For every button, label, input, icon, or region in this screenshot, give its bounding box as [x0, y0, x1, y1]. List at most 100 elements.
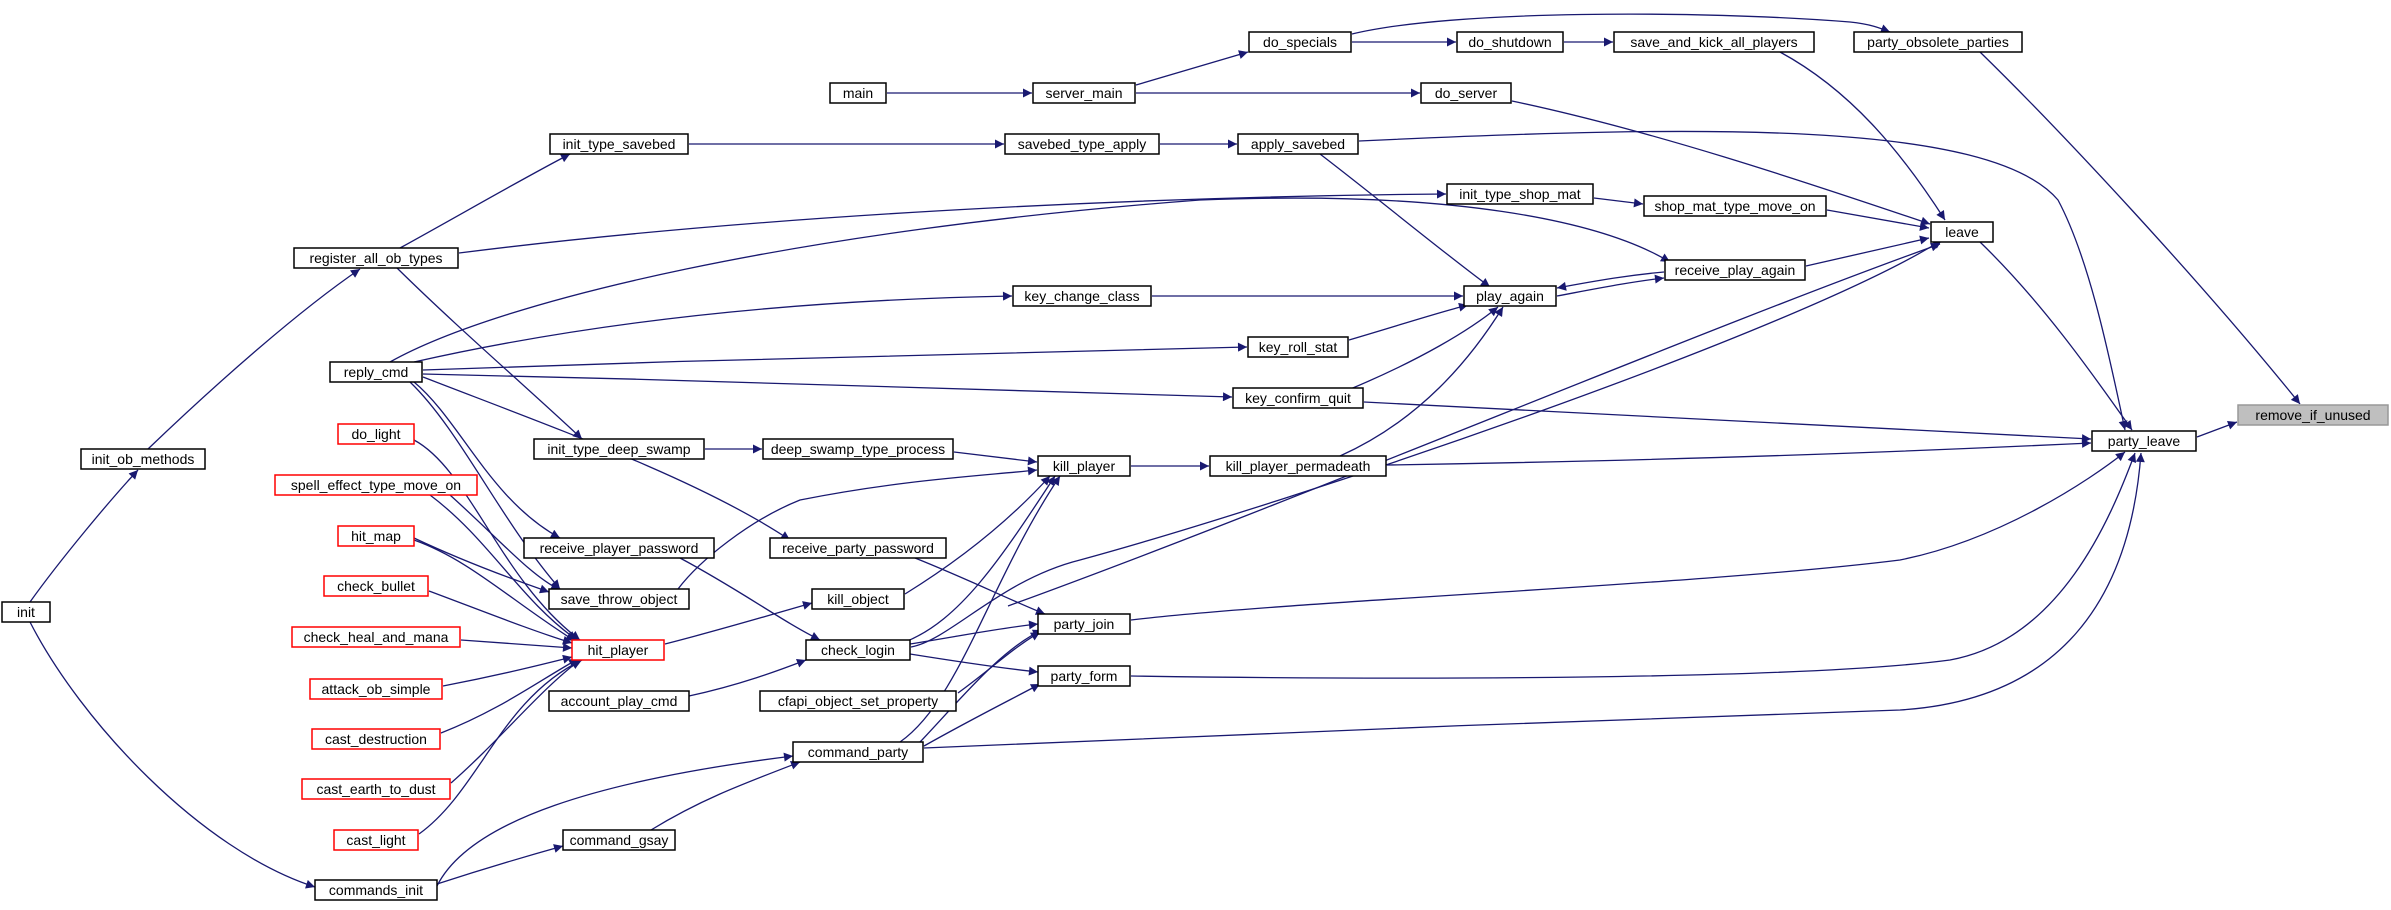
node-label: server_main [1045, 85, 1122, 101]
edge-command_party-to-party_join [919, 629, 1043, 743]
node-box [293, 247, 459, 269]
node-do_specials[interactable]: do_specials [1248, 31, 1352, 53]
node-cast_earth_to_dust[interactable]: cast_earth_to_dust [301, 778, 451, 800]
node-remove_if_unused[interactable]: remove_if_unused [2237, 404, 2389, 426]
node-label: check_login [821, 642, 895, 658]
node-apply_savebed[interactable]: apply_savebed [1237, 133, 1359, 155]
edge-reply_cmd-to-key_confirm_quit [422, 373, 1233, 402]
node-label: init [17, 604, 35, 620]
node-init_type_deep_swamp[interactable]: init_type_deep_swamp [533, 438, 705, 460]
edge-reply_cmd-to-receive_player_password [413, 381, 561, 539]
edge-party_leave-to-remove_if_unused [2196, 420, 2238, 438]
edge-receive_party_password-to-party_join [914, 557, 1046, 615]
edge-play_again-to-receive_play_again [1556, 274, 1665, 297]
node-key_change_class[interactable]: key_change_class [1012, 285, 1152, 307]
node-label: kill_player_permadeath [1226, 458, 1371, 474]
edge-init_ob_methods-to-register_all_ob_types [147, 268, 361, 450]
node-key_roll_stat[interactable]: key_roll_stat [1247, 336, 1349, 358]
node-box [274, 474, 478, 496]
node-check_bullet[interactable]: check_bullet [323, 575, 429, 597]
node-box [1456, 31, 1564, 53]
node-party_obsolete_parties[interactable]: party_obsolete_parties [1853, 31, 2023, 53]
node-kill_player_permadeath[interactable]: kill_player_permadeath [1209, 455, 1387, 477]
node-spell_effect_type_move_on[interactable]: spell_effect_type_move_on [274, 474, 478, 496]
node-party_form[interactable]: party_form [1037, 665, 1131, 687]
edge-check_login-to-party_join [909, 620, 1039, 645]
node-box [759, 690, 957, 712]
node-init_ob_methods[interactable]: init_ob_methods [80, 448, 206, 470]
node-command_party[interactable]: command_party [792, 741, 924, 763]
node-init_type_shop_mat[interactable]: init_type_shop_mat [1446, 183, 1594, 205]
node-box [811, 588, 905, 610]
node-kill_player[interactable]: kill_player [1037, 455, 1131, 477]
node-label: apply_savebed [1251, 136, 1345, 152]
node-save_throw_object[interactable]: save_throw_object [548, 588, 690, 610]
node-label: party_join [1054, 616, 1115, 632]
node-box [548, 588, 690, 610]
edge-command_party-to-party_leave [923, 452, 2145, 749]
node-label: reply_cmd [344, 364, 409, 380]
node-layer: remove_if_unused party_leave party_obsolet… [1, 31, 2389, 901]
node-deep_swamp_type_process[interactable]: deep_swamp_type_process [762, 438, 954, 460]
node-main[interactable]: main [829, 82, 887, 104]
node-label: party_leave [2108, 433, 2181, 449]
node-box [1463, 285, 1557, 307]
node-label: do_light [351, 426, 400, 442]
node-hit_map[interactable]: hit_map [337, 525, 415, 547]
edge-do_light-to-hit_player [413, 439, 581, 641]
node-kill_object[interactable]: kill_object [811, 588, 905, 610]
node-save_and_kick_all_players[interactable]: save_and_kick_all_players [1613, 31, 1815, 53]
node-box [333, 829, 419, 851]
edge-attack_ob_simple-to-hit_player [442, 654, 573, 687]
edge-check_heal_and_mana-to-hit_player [460, 639, 573, 652]
node-label: spell_effect_type_move_on [291, 477, 461, 493]
node-cfapi_object_set_property[interactable]: cfapi_object_set_property [759, 690, 957, 712]
edge-command_party-to-kill_player [899, 475, 1061, 743]
node-do_server[interactable]: do_server [1420, 82, 1512, 104]
node-command_gsay[interactable]: command_gsay [562, 829, 676, 851]
node-label: cfapi_object_set_property [778, 693, 938, 709]
node-cast_destruction[interactable]: cast_destruction [311, 728, 441, 750]
node-register_all_ob_types[interactable]: register_all_ob_types [293, 247, 459, 269]
node-box [1037, 613, 1131, 635]
edge-leave-to-party_leave [1979, 241, 2133, 431]
node-do_light[interactable]: do_light [337, 423, 415, 445]
node-check_login[interactable]: check_login [805, 639, 911, 661]
edge-save_throw_object-to-kill_player [677, 466, 1038, 590]
node-receive_play_again[interactable]: receive_play_again [1664, 259, 1806, 281]
node-label: party_obsolete_parties [1867, 34, 2009, 50]
edge-kill_player_permadeath-to-play_again [1339, 306, 1504, 457]
node-reply_cmd[interactable]: reply_cmd [329, 361, 423, 383]
node-party_join[interactable]: party_join [1037, 613, 1131, 635]
node-label: init_type_deep_swamp [547, 441, 690, 457]
edge-apply_savebed-to-play_again [1319, 153, 1491, 288]
node-attack_ob_simple[interactable]: attack_ob_simple [309, 678, 443, 700]
node-shop_mat_type_move_on[interactable]: shop_mat_type_move_on [1643, 195, 1827, 217]
edge-cfapi_object_set_property-to-party_join [957, 631, 1041, 694]
node-key_confirm_quit[interactable]: key_confirm_quit [1232, 387, 1364, 409]
node-cast_light[interactable]: cast_light [333, 829, 419, 851]
node-hit_player[interactable]: hit_player [571, 639, 665, 661]
node-do_shutdown[interactable]: do_shutdown [1456, 31, 1564, 53]
edge-receive_play_again-to-leave [1805, 235, 1930, 267]
edge-key_confirm_quit-to-party_leave [1363, 401, 2092, 444]
node-savebed_type_apply[interactable]: savebed_type_apply [1004, 133, 1160, 155]
node-commands_init[interactable]: commands_init [314, 879, 438, 901]
node-init[interactable]: init [1, 601, 51, 623]
node-label: hit_map [351, 528, 401, 544]
node-init_type_savebed[interactable]: init_type_savebed [549, 133, 689, 155]
edge-spell_effect_type_move_on-to-hit_player [429, 494, 578, 641]
node-label: party_form [1051, 668, 1118, 684]
node-play_again[interactable]: play_again [1463, 285, 1557, 307]
node-party_leave[interactable]: party_leave [2091, 430, 2197, 452]
node-server_main[interactable]: server_main [1032, 82, 1136, 104]
node-receive_party_password[interactable]: receive_party_password [769, 537, 947, 559]
node-label: account_play_cmd [561, 693, 678, 709]
edge-account_play_cmd-to-check_login [688, 659, 807, 697]
node-receive_player_password[interactable]: receive_player_password [523, 537, 715, 559]
node-account_play_cmd[interactable]: account_play_cmd [548, 690, 690, 712]
node-label: kill_object [827, 591, 889, 607]
edge-receive_play_again-to-play_again [1556, 271, 1665, 291]
node-leave[interactable]: leave [1930, 221, 1994, 243]
node-check_heal_and_mana[interactable]: check_heal_and_mana [291, 626, 461, 648]
